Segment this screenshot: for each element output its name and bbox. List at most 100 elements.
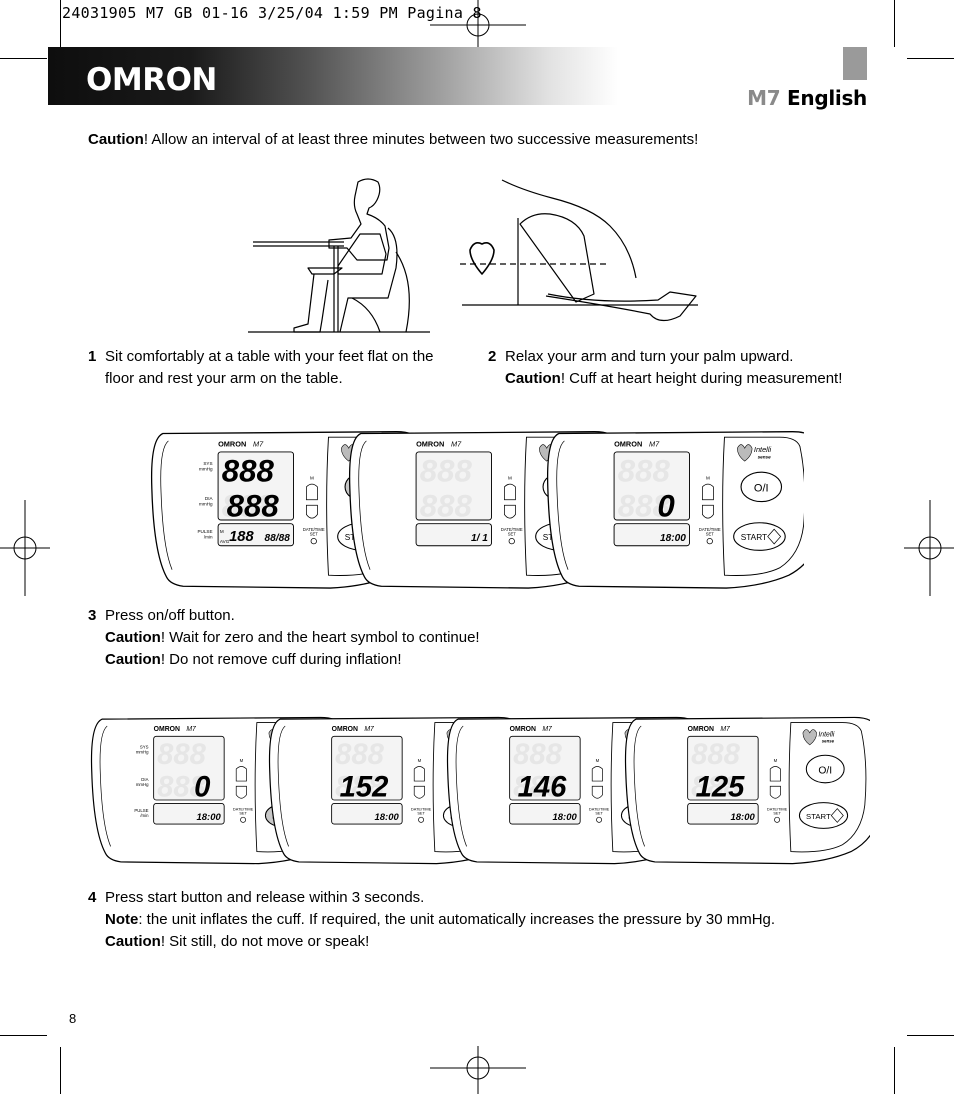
on-off-button: [740, 471, 783, 503]
start-button: [798, 802, 849, 829]
lcd-ghost-upper: 888: [420, 453, 473, 488]
memory-up-button: [769, 766, 781, 782]
device-edge: [99, 725, 111, 847]
datetime-set-button: [508, 538, 515, 545]
intellisense-logo: Intelli: [754, 445, 772, 454]
start-icon: [767, 528, 782, 545]
lcd-main: [217, 451, 294, 521]
device-edge: [455, 725, 467, 847]
on-off-label: O/I: [818, 765, 832, 776]
crop-mark: [60, 1047, 61, 1094]
start-label: START: [741, 533, 767, 542]
memory-button-label: M: [418, 758, 422, 763]
lcd-main: [153, 735, 225, 801]
lcd-ghost-upper: 888: [222, 453, 275, 488]
lcd-main: [331, 735, 403, 801]
start-button: [733, 522, 786, 551]
label-set: SET: [508, 532, 517, 537]
label-set: SET: [310, 532, 319, 537]
memory-button-label: M: [596, 758, 600, 763]
memory-button-label: M: [774, 758, 778, 763]
memory-button-label: M: [508, 476, 512, 481]
lcd-ghost-upper: 888: [157, 739, 207, 771]
start-label: START: [806, 812, 831, 821]
device-brand: OMRON: [614, 439, 642, 448]
memory-down-button: [413, 785, 425, 799]
label-dia: DIA: [141, 777, 148, 782]
datetime-set-button: [310, 538, 317, 545]
lcd-pulse: [153, 803, 225, 825]
lcd-ghost-upper: 888: [335, 739, 385, 771]
datetime-set-button: [706, 538, 713, 545]
label-sys: SYS: [140, 744, 149, 749]
label-sys: SYS: [203, 461, 212, 466]
lcd-time: 18:00: [197, 812, 222, 823]
lcd-pulse-value: 188: [229, 529, 254, 545]
memory-button-label: M: [706, 476, 710, 481]
lcd-main: [687, 735, 759, 801]
lcd-main: [509, 735, 581, 801]
memory-down-button: [504, 504, 516, 519]
label-per-min: /min: [140, 813, 149, 818]
memory-up-button: [306, 483, 318, 501]
device-brand: OMRON: [154, 726, 180, 733]
memory-up-button: [702, 483, 714, 501]
lcd-lower: 0: [194, 772, 210, 804]
lcd-main: [613, 451, 690, 521]
crop-mark: [60, 0, 61, 47]
lcd-time: 18:00: [660, 533, 686, 544]
tab-marker: [843, 47, 867, 80]
intellisense-heart-icon: [737, 444, 753, 462]
arm-cuff-illustration: [460, 179, 698, 322]
lcd-lower: 0: [657, 488, 675, 523]
lcd-ghost-lower: 888: [222, 488, 275, 523]
device-model: M7: [253, 439, 264, 448]
omron-logo: OMRON: [86, 62, 217, 98]
device-model: M7: [364, 726, 375, 733]
crop-mark: [894, 1047, 895, 1094]
label-datetime: DATE/TIME: [303, 527, 325, 532]
lcd-pulse: [217, 523, 294, 547]
intellisense-sense: sense: [758, 454, 771, 459]
device-model: M7: [451, 439, 462, 448]
device-model: M7: [186, 726, 197, 733]
lcd-lower: 125: [696, 772, 746, 804]
device-brand: OMRON: [510, 726, 536, 733]
label-mem: M: [220, 529, 224, 534]
lcd-ghost-upper: 888: [618, 453, 671, 488]
lcd-time: 88/88: [265, 533, 291, 544]
device-edge: [358, 440, 371, 570]
label-mmhg: mmHg: [136, 782, 149, 787]
device-model: M7: [542, 726, 553, 733]
lcd-ghost-lower: 888: [157, 772, 207, 804]
datetime-set-button: [596, 816, 603, 823]
label-datetime: DATE/TIME: [501, 527, 523, 532]
lcd-time: 18:00: [375, 812, 400, 823]
device-edge: [160, 440, 173, 570]
memory-down-button: [235, 785, 247, 799]
memory-up-button: [235, 766, 247, 782]
datetime-set-button: [418, 816, 425, 823]
memory-up-button: [504, 483, 516, 501]
label-mmhg: mmHg: [136, 750, 149, 755]
lcd-pulse: [331, 803, 403, 825]
lcd-ghost-lower: 888: [420, 488, 473, 523]
device-brand: OMRON: [688, 726, 714, 733]
lcd-time: 18:00: [553, 812, 578, 823]
label-set: SET: [773, 811, 781, 816]
lcd-ghost-lower: 888: [335, 772, 385, 804]
crop-mark: [0, 58, 47, 59]
label-datetime: DATE/TIME: [699, 527, 721, 532]
memory-down-button: [306, 504, 318, 519]
label-mmhg: mmHg: [199, 501, 213, 506]
crop-mark: [0, 1035, 47, 1036]
lcd-ghost-lower: 888: [618, 488, 671, 523]
page-heading: M7 English: [747, 86, 867, 110]
memory-up-button: [591, 766, 603, 782]
